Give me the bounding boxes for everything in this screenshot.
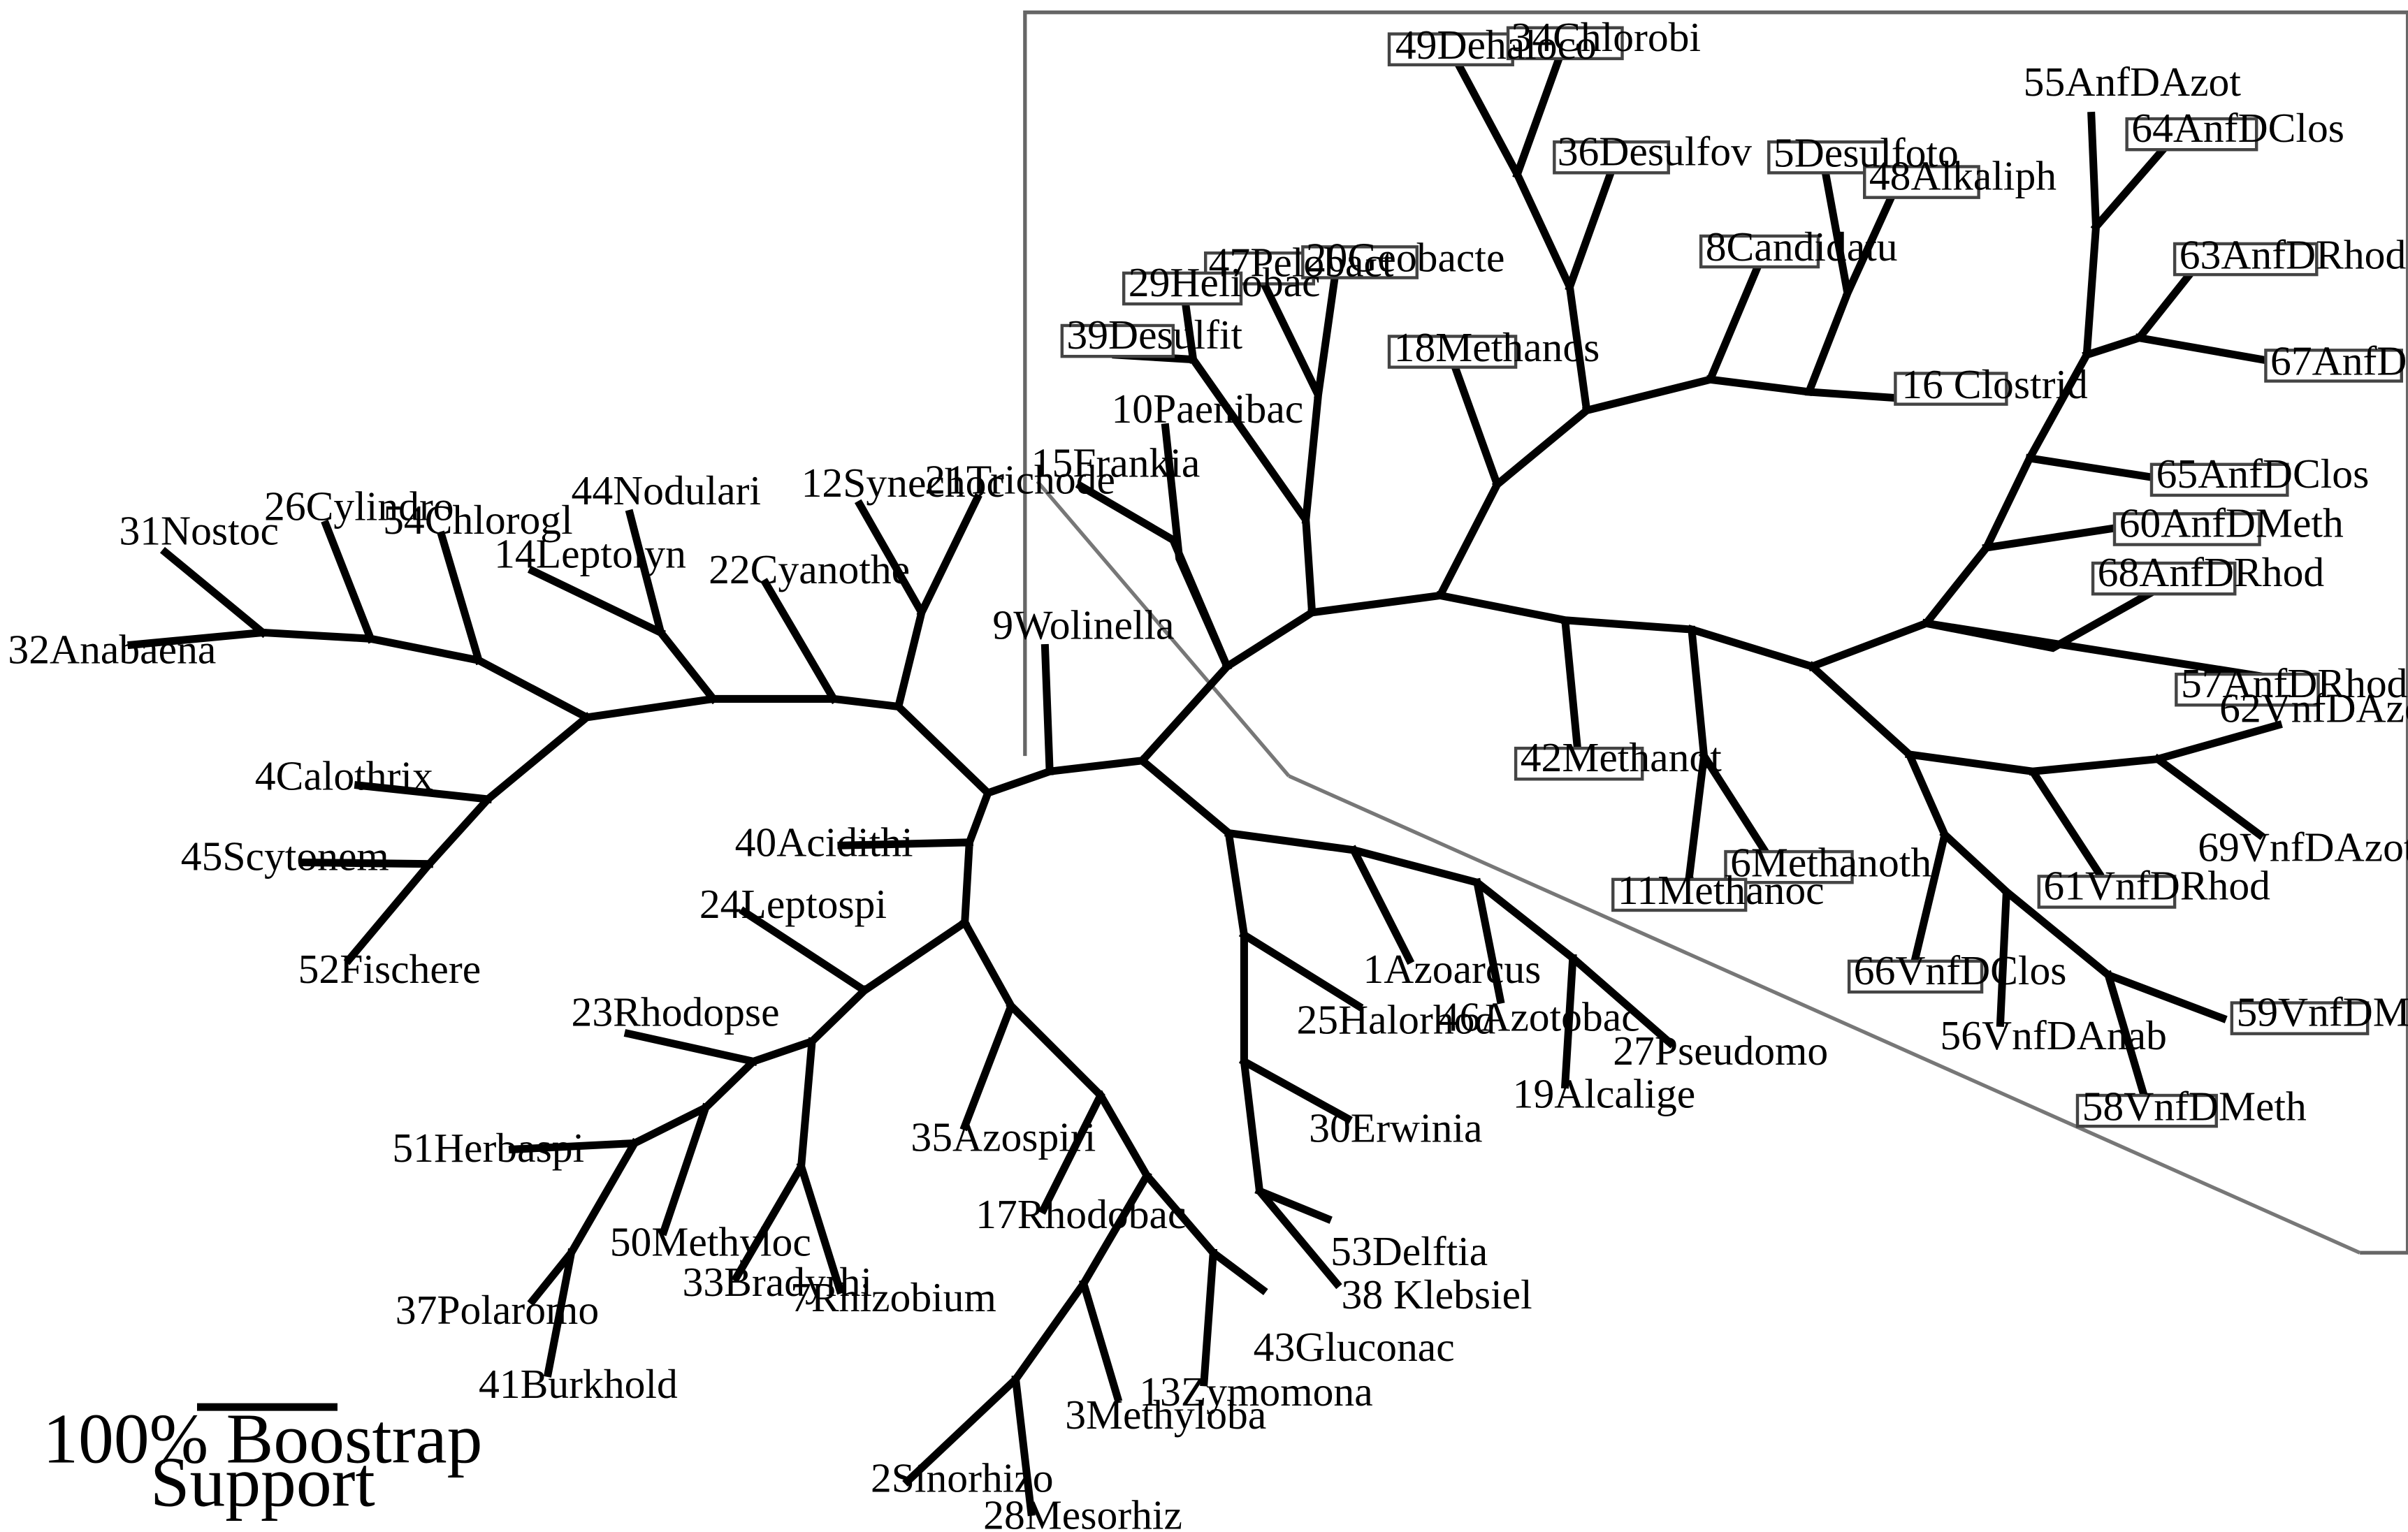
branch	[1807, 111, 2275, 680]
branch	[1136, 754, 1676, 1290]
taxon-label: 46Azotobac	[1439, 993, 1640, 1039]
taxon-label: 44Nodulari	[572, 467, 762, 513]
taxon-label: 27Pseudomo	[1613, 1028, 1828, 1074]
taxon-label: 3Methyloba	[1065, 1392, 1266, 1438]
taxon-label: 31Nostoc	[119, 508, 278, 554]
taxon-label: 11Methanoc	[1618, 867, 1825, 913]
scale-bar-label-line1: 100% Boostrap	[43, 1399, 482, 1478]
branch	[1307, 53, 1901, 617]
taxon-label: 23Rhodopse	[572, 989, 780, 1035]
taxon-label: 38 Klebsiel	[1342, 1271, 1532, 1318]
taxon-label: 30Erwinia	[1309, 1104, 1482, 1151]
taxon-label: 52Fischere	[298, 946, 481, 992]
taxon-label: 29Heliobac	[1129, 259, 1321, 305]
taxon-label: 21Trichode	[924, 457, 1115, 503]
taxon-label: 51Herbaspi	[392, 1125, 584, 1171]
branch	[508, 906, 971, 1378]
taxon-label: 41Burkhold	[479, 1361, 678, 1407]
taxon-label: 35Azospiri	[911, 1114, 1096, 1160]
taxon-label: 53Delftia	[1330, 1228, 1488, 1274]
taxon-label: 48Alkaliph	[1869, 153, 2057, 199]
taxon-label: 45Scytonem	[181, 833, 389, 880]
taxon-label: 6Methanoth	[1730, 839, 1931, 885]
taxon-label: 55AnfDAzot	[2024, 59, 2242, 105]
taxon-label: 32Anabaena	[8, 627, 216, 673]
scale-bar: 100% Boostrap Support	[43, 1399, 482, 1522]
taxon-label: 1Azoarcus	[1363, 946, 1541, 992]
tree-branches	[127, 53, 2283, 1517]
taxon-label: 61VnfDRhod	[2043, 863, 2270, 909]
taxon-label: 56VnfDAnab	[1940, 1012, 2166, 1058]
taxon-label: 20Geobacte	[1306, 235, 1505, 281]
taxon-label: 63AnfDRhod	[2179, 231, 2407, 277]
branch	[1806, 661, 2283, 1105]
taxon-label: 25Halorhod	[1297, 997, 1496, 1043]
taxon-label: 9Wolinella	[992, 601, 1174, 648]
taxon-label: 47Pelobact	[1209, 239, 1394, 285]
branch	[837, 643, 1147, 927]
taxon-label: 58VnfDMeth	[2082, 1083, 2307, 1129]
taxon-label: 37Polaromo	[396, 1287, 599, 1333]
taxon-label: 43Gluconac	[1254, 1324, 1455, 1370]
branch	[902, 917, 1268, 1517]
taxon-label: 36Desulfov	[1558, 128, 1752, 174]
taxon-label: 24Leptospi	[699, 881, 887, 927]
taxon-label: 49Dehaloco	[1395, 22, 1597, 68]
taxon-label: 64AnfDClos	[2131, 105, 2344, 151]
taxon-label: 42Methanot	[1521, 734, 1722, 780]
taxon-label: 26Cylindro	[264, 483, 454, 529]
taxon-label: 15Frankia	[1031, 439, 1201, 486]
taxon-label: 14Leptolyn	[494, 531, 686, 577]
taxon-label: 13Zymomona	[1139, 1369, 1372, 1415]
taxon-label: 62VnfDAzot	[2219, 685, 2408, 731]
taxon-label: 22Cyanothe	[709, 546, 910, 592]
taxon-label: 4Calothrix	[255, 753, 433, 799]
taxon-label: 34Chlorobi	[1511, 14, 1701, 60]
label-boxes	[1060, 26, 2403, 1128]
taxon-label: 50Methyloc	[610, 1219, 811, 1265]
taxon-label: 65AnfDClos	[2156, 451, 2370, 497]
branch	[1075, 270, 1340, 766]
branch	[127, 493, 994, 965]
zoom-guide-upper	[1036, 480, 1291, 778]
taxon-label: 40Acidithi	[735, 819, 913, 866]
taxon-label: 5Desulfoto	[1774, 130, 1959, 176]
taxon-label: 33Bradyrhi	[683, 1259, 873, 1305]
taxon-label: 54Chlorogl	[383, 497, 573, 543]
taxon-label: 39Desulfit	[1066, 312, 1242, 358]
taxon-label: 66VnfDClos	[1854, 947, 2067, 993]
taxon-label: 60AnfDMeth	[2119, 500, 2344, 546]
taxon-label: 16 Clostrid	[1901, 361, 2088, 407]
taxon-label: 12Synechoc	[802, 460, 1005, 506]
taxon-labels: 1Azoarcus 2Sinorhizo 3Methyloba 4Calothr…	[8, 14, 2408, 1532]
zoom-guide-lower	[1288, 774, 2361, 1255]
taxon-label: 2Sinorhizo	[871, 1455, 1054, 1501]
taxon-label: 10Paenibac	[1111, 386, 1303, 432]
taxon-label: 57AnfDRhod	[2181, 660, 2408, 706]
taxon-label: 8Candidatu	[1706, 224, 1898, 270]
taxon-label: 19Alcalige	[1513, 1071, 1696, 1117]
taxon-label: 17Rhodobac	[975, 1191, 1186, 1237]
taxon-label: 28Mesorhiz	[983, 1492, 1182, 1532]
taxon-label: 18Methanos	[1394, 324, 1600, 370]
scale-bar-label-line2: Support	[150, 1442, 375, 1521]
taxon-label: 68AnfDRhod	[2098, 549, 2325, 595]
taxon-label: 7Rhizobium	[790, 1274, 996, 1320]
taxon-label: 67AnfDChlo	[2270, 338, 2408, 384]
branch	[1435, 590, 1818, 900]
taxon-label: 59VnfDMeth	[2236, 989, 2408, 1035]
taxon-label: 69VnfDAzot	[2198, 824, 2408, 870]
